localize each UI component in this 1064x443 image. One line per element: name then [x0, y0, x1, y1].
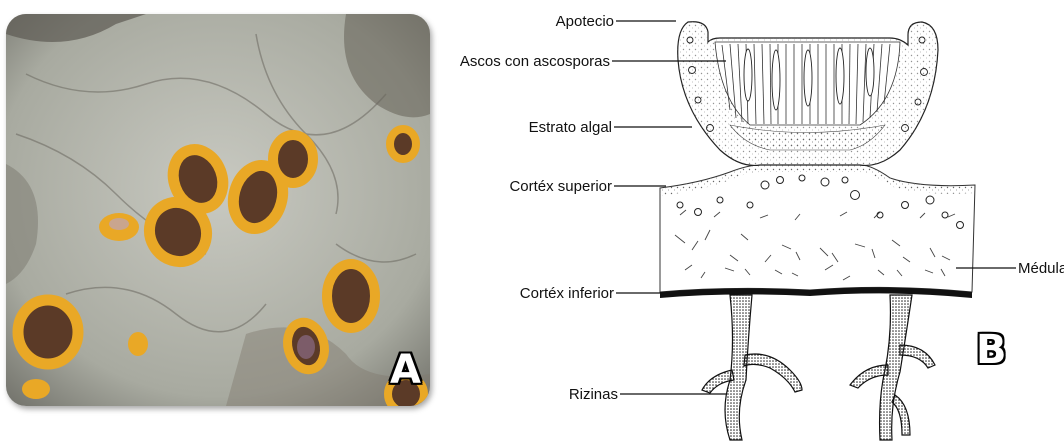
label-ascos: Ascos con ascosporas — [460, 53, 610, 70]
label-medula: Médula — [1018, 260, 1064, 277]
label-apotecio: Apotecio — [556, 13, 614, 30]
lichen-photo: A — [6, 14, 430, 406]
panel-label-a: A — [390, 350, 421, 390]
label-cortex-inferior: Cortéx inferior — [520, 285, 614, 302]
lichen-cross-section-diagram: Apotecio Ascos con ascosporas Estrato al… — [430, 0, 1064, 443]
label-cortex-superior: Cortéx superior — [509, 178, 612, 195]
label-estrato-algal: Estrato algal — [529, 119, 612, 136]
panel-label-b: B — [976, 330, 1007, 370]
rhizines — [702, 295, 935, 440]
apothecium — [678, 22, 938, 166]
label-rizinas: Rizinas — [569, 386, 618, 403]
